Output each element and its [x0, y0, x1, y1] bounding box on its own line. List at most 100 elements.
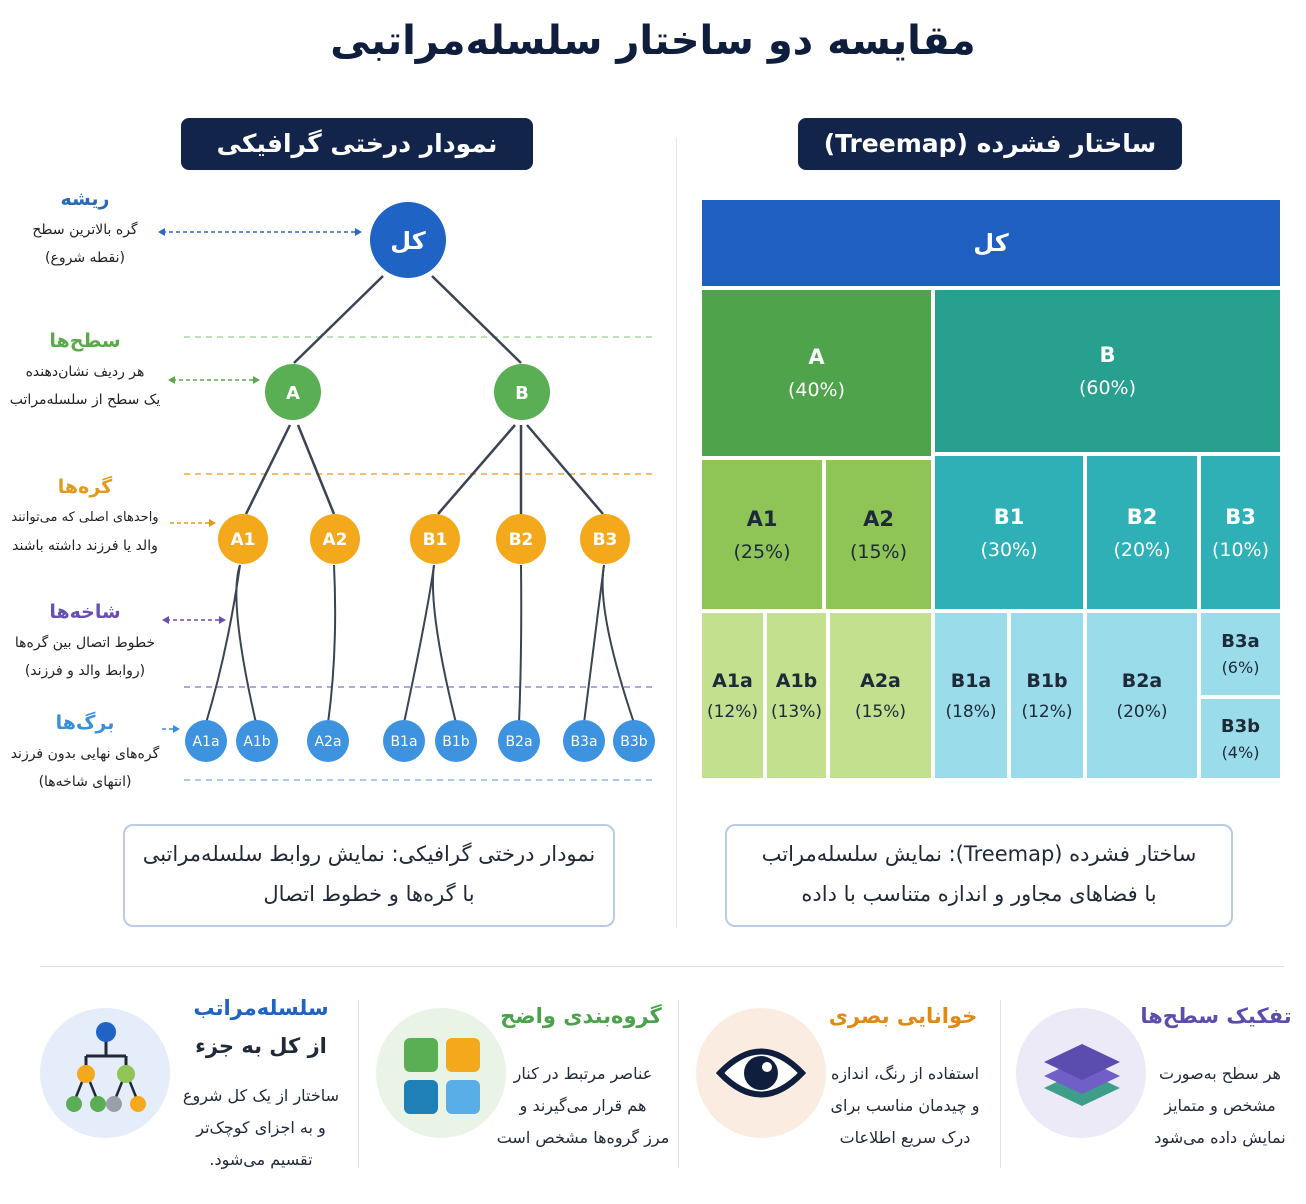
- legend-root-line2: (نقطه شروع): [45, 250, 125, 266]
- legend-branches-line2: (روابط والد و فرزند): [24, 663, 146, 679]
- treemap-cell-B-name: B: [1099, 343, 1116, 367]
- legend-levels-title: سطح‌ها: [49, 330, 121, 352]
- feature-grid-desc: عناصر مرتبط در کنار هم قرار می‌گیرند و م…: [490, 1058, 676, 1154]
- leaf-B3a-label: B3a: [570, 734, 597, 750]
- treemap-cell-B1-pct: (30%): [980, 538, 1038, 561]
- treemap-cell-A1b-pct: (13%): [770, 701, 823, 722]
- legend-leaves-line2: (انتهای شاخه‌ها): [38, 774, 132, 790]
- edge-B1-B1a: [403, 564, 435, 724]
- legend-nodes: گره‌ها واحدهای اصلی که می‌توانند والد یا…: [0, 476, 170, 560]
- node-B-label: B: [515, 383, 529, 404]
- page-title: مقایسه دو ساختار سلسله‌مراتبی: [330, 18, 976, 64]
- feature-grid-line2: هم قرار می‌گیرند و: [519, 1096, 647, 1115]
- feature-hierarchy-line1: ساختار از یک کل شروع: [182, 1086, 340, 1105]
- treemap-caption-line2: با فضاهای مجاور و اندازه متناسب با داده: [801, 882, 1157, 906]
- legend-nodes-line1: واحدهای اصلی که می‌توانند: [11, 510, 159, 525]
- leaf-B3a: [563, 720, 605, 762]
- treemap-cell-B3a-name: B3a: [1221, 631, 1260, 652]
- treemap-cell-A2a-name: A2a: [860, 669, 901, 692]
- feature-layers-line2: مشخص و متمایز: [1164, 1096, 1276, 1115]
- leaf-B2a: [498, 720, 540, 762]
- levels-arrowhead: [253, 376, 260, 384]
- leaf-A1b-label: A1b: [243, 734, 270, 750]
- treemap-section-header: ساختار فشرده (Treemap): [798, 118, 1182, 170]
- treemap-cell-B1a-name: B1a: [950, 669, 992, 692]
- feature-grid-circle: [376, 1008, 506, 1138]
- treemap-cell-B3a-pct: (6%): [1221, 658, 1260, 677]
- node-A2: [310, 514, 360, 564]
- treemap-cell-B3b-name: B3b: [1220, 715, 1261, 737]
- treemap-cell-A2: A2 (15%): [824, 458, 933, 611]
- legend-root-line1: گره بالاترین سطح: [32, 222, 138, 238]
- legend-root: ریشه گره بالاترین سطح (نقطه شروع): [0, 188, 170, 272]
- node-A: [265, 364, 321, 420]
- treemap-cell-B3-name: B3: [1225, 504, 1256, 529]
- feature-eye-title: خوانایی بصری: [828, 1004, 978, 1028]
- treemap-caption: ساختار فشرده (Treemap): نمایش سلسله‌مرات…: [725, 824, 1233, 927]
- legend-nodes-line2: والد یا فرزند داشته باشند: [12, 538, 158, 554]
- node-B3-label: B3: [593, 530, 618, 550]
- legend-leaves-title: برگ‌ها: [55, 712, 115, 734]
- hierarchy-icon: [66, 1022, 146, 1112]
- bottom-divider: [40, 966, 1284, 967]
- feature-hierarchy-title: سلسله‌مراتب: [193, 996, 329, 1020]
- feature-hierarchy-line3: تقسیم می‌شود.: [209, 1150, 313, 1169]
- leaf-A1b: [236, 720, 278, 762]
- feature-separator: [1000, 1000, 1001, 1168]
- treemap-cell-A1a-name: A1a: [712, 669, 753, 692]
- treemap-cell-B3b: B3b (4%): [1199, 697, 1282, 780]
- treemap-cell-B1b: B1b (12%): [1009, 611, 1085, 780]
- treemap-cell-B1b-pct: (12%): [1021, 701, 1073, 722]
- treemap-cell-B2a-name: B2a: [1121, 669, 1163, 692]
- treemap-cell-B2-name: B2: [1126, 504, 1158, 529]
- feature-hierarchy-line2: و به اجزای کوچک‌تر: [196, 1118, 326, 1137]
- treemap-cell-A1b-name: A1b: [775, 669, 818, 692]
- treemap-cell-B1b-name: B1b: [1026, 669, 1068, 692]
- legend-nodes-title: گره‌ها: [57, 476, 113, 498]
- node-root: [370, 202, 446, 278]
- node-A2-label: A2: [323, 530, 348, 550]
- edge-B-B3: [526, 424, 604, 515]
- leaf-B3b-label: B3b: [620, 734, 648, 750]
- node-B1-label: B1: [423, 530, 448, 550]
- legend-branches-line1: خطوط اتصال بین گره‌ها: [14, 635, 156, 651]
- node-A1: [218, 514, 268, 564]
- feature-layers-desc: هر سطح به‌صورت مشخص و متمایز نمایش داده …: [1140, 1058, 1300, 1154]
- legend-leaves-line1: گره‌های نهایی بدون فرزند: [10, 746, 160, 762]
- branches-arrowtail: [162, 616, 169, 624]
- treemap-cell-A1: A1 (25%): [700, 458, 824, 611]
- leaf-B3b: [613, 720, 655, 762]
- edge-A1-A1b: [235, 564, 257, 724]
- treemap-root-label: کل: [973, 229, 1009, 257]
- legend-levels: سطح‌ها هر ردیف نشان‌دهنده یک سطح از سلسل…: [0, 330, 170, 414]
- treemap-cell-A1-name: A1: [746, 506, 778, 531]
- legend-levels-line1: هر ردیف نشان‌دهنده: [25, 364, 145, 380]
- tree-caption-line2: با گره‌ها و خطوط اتصال: [263, 882, 475, 906]
- feature-eye-desc: استفاده از رنگ، اندازه و چیدمان مناسب بر…: [812, 1058, 998, 1154]
- node-A-label: A: [286, 383, 300, 404]
- node-B: [494, 364, 550, 420]
- treemap-diagram: کل A (40%) B (60%) A1 (25%) A2 (15%) B1 …: [700, 198, 1282, 780]
- feature-eye-line1: استفاده از رنگ، اندازه: [830, 1064, 980, 1083]
- treemap-cell-A2a-pct: (15%): [854, 701, 907, 722]
- feature-layers-line1: هر سطح به‌صورت: [1159, 1064, 1281, 1083]
- branches-arrowhead: [219, 616, 226, 624]
- treemap-cell-A1-pct: (25%): [733, 540, 791, 563]
- treemap-cell-B1-name: B1: [993, 504, 1025, 529]
- treemap-cell-A-pct: (40%): [787, 379, 846, 401]
- leaf-B1a: [383, 720, 425, 762]
- edge-B3-B3b: [601, 564, 635, 724]
- treemap-cell-A2-pct: (15%): [849, 540, 908, 563]
- legend-branches-title: شاخه‌ها: [49, 601, 121, 623]
- tree-section-header: نمودار درختی گرافیکی: [181, 118, 533, 170]
- levels-arrowtail: [168, 376, 175, 384]
- leaf-B1a-label: B1a: [390, 734, 417, 750]
- leaf-A1a-label: A1a: [192, 734, 219, 750]
- feature-separator: [358, 1000, 359, 1168]
- leaf-B1b-label: B1b: [442, 734, 470, 750]
- eye-icon: [716, 1048, 806, 1098]
- feature-hierarchy-desc: ساختار از یک کل شروع و به اجزای کوچک‌تر …: [176, 1080, 346, 1176]
- edge-A-A2: [296, 424, 336, 515]
- leaf-B2a-label: B2a: [505, 734, 532, 750]
- edge-B-B1: [437, 424, 516, 515]
